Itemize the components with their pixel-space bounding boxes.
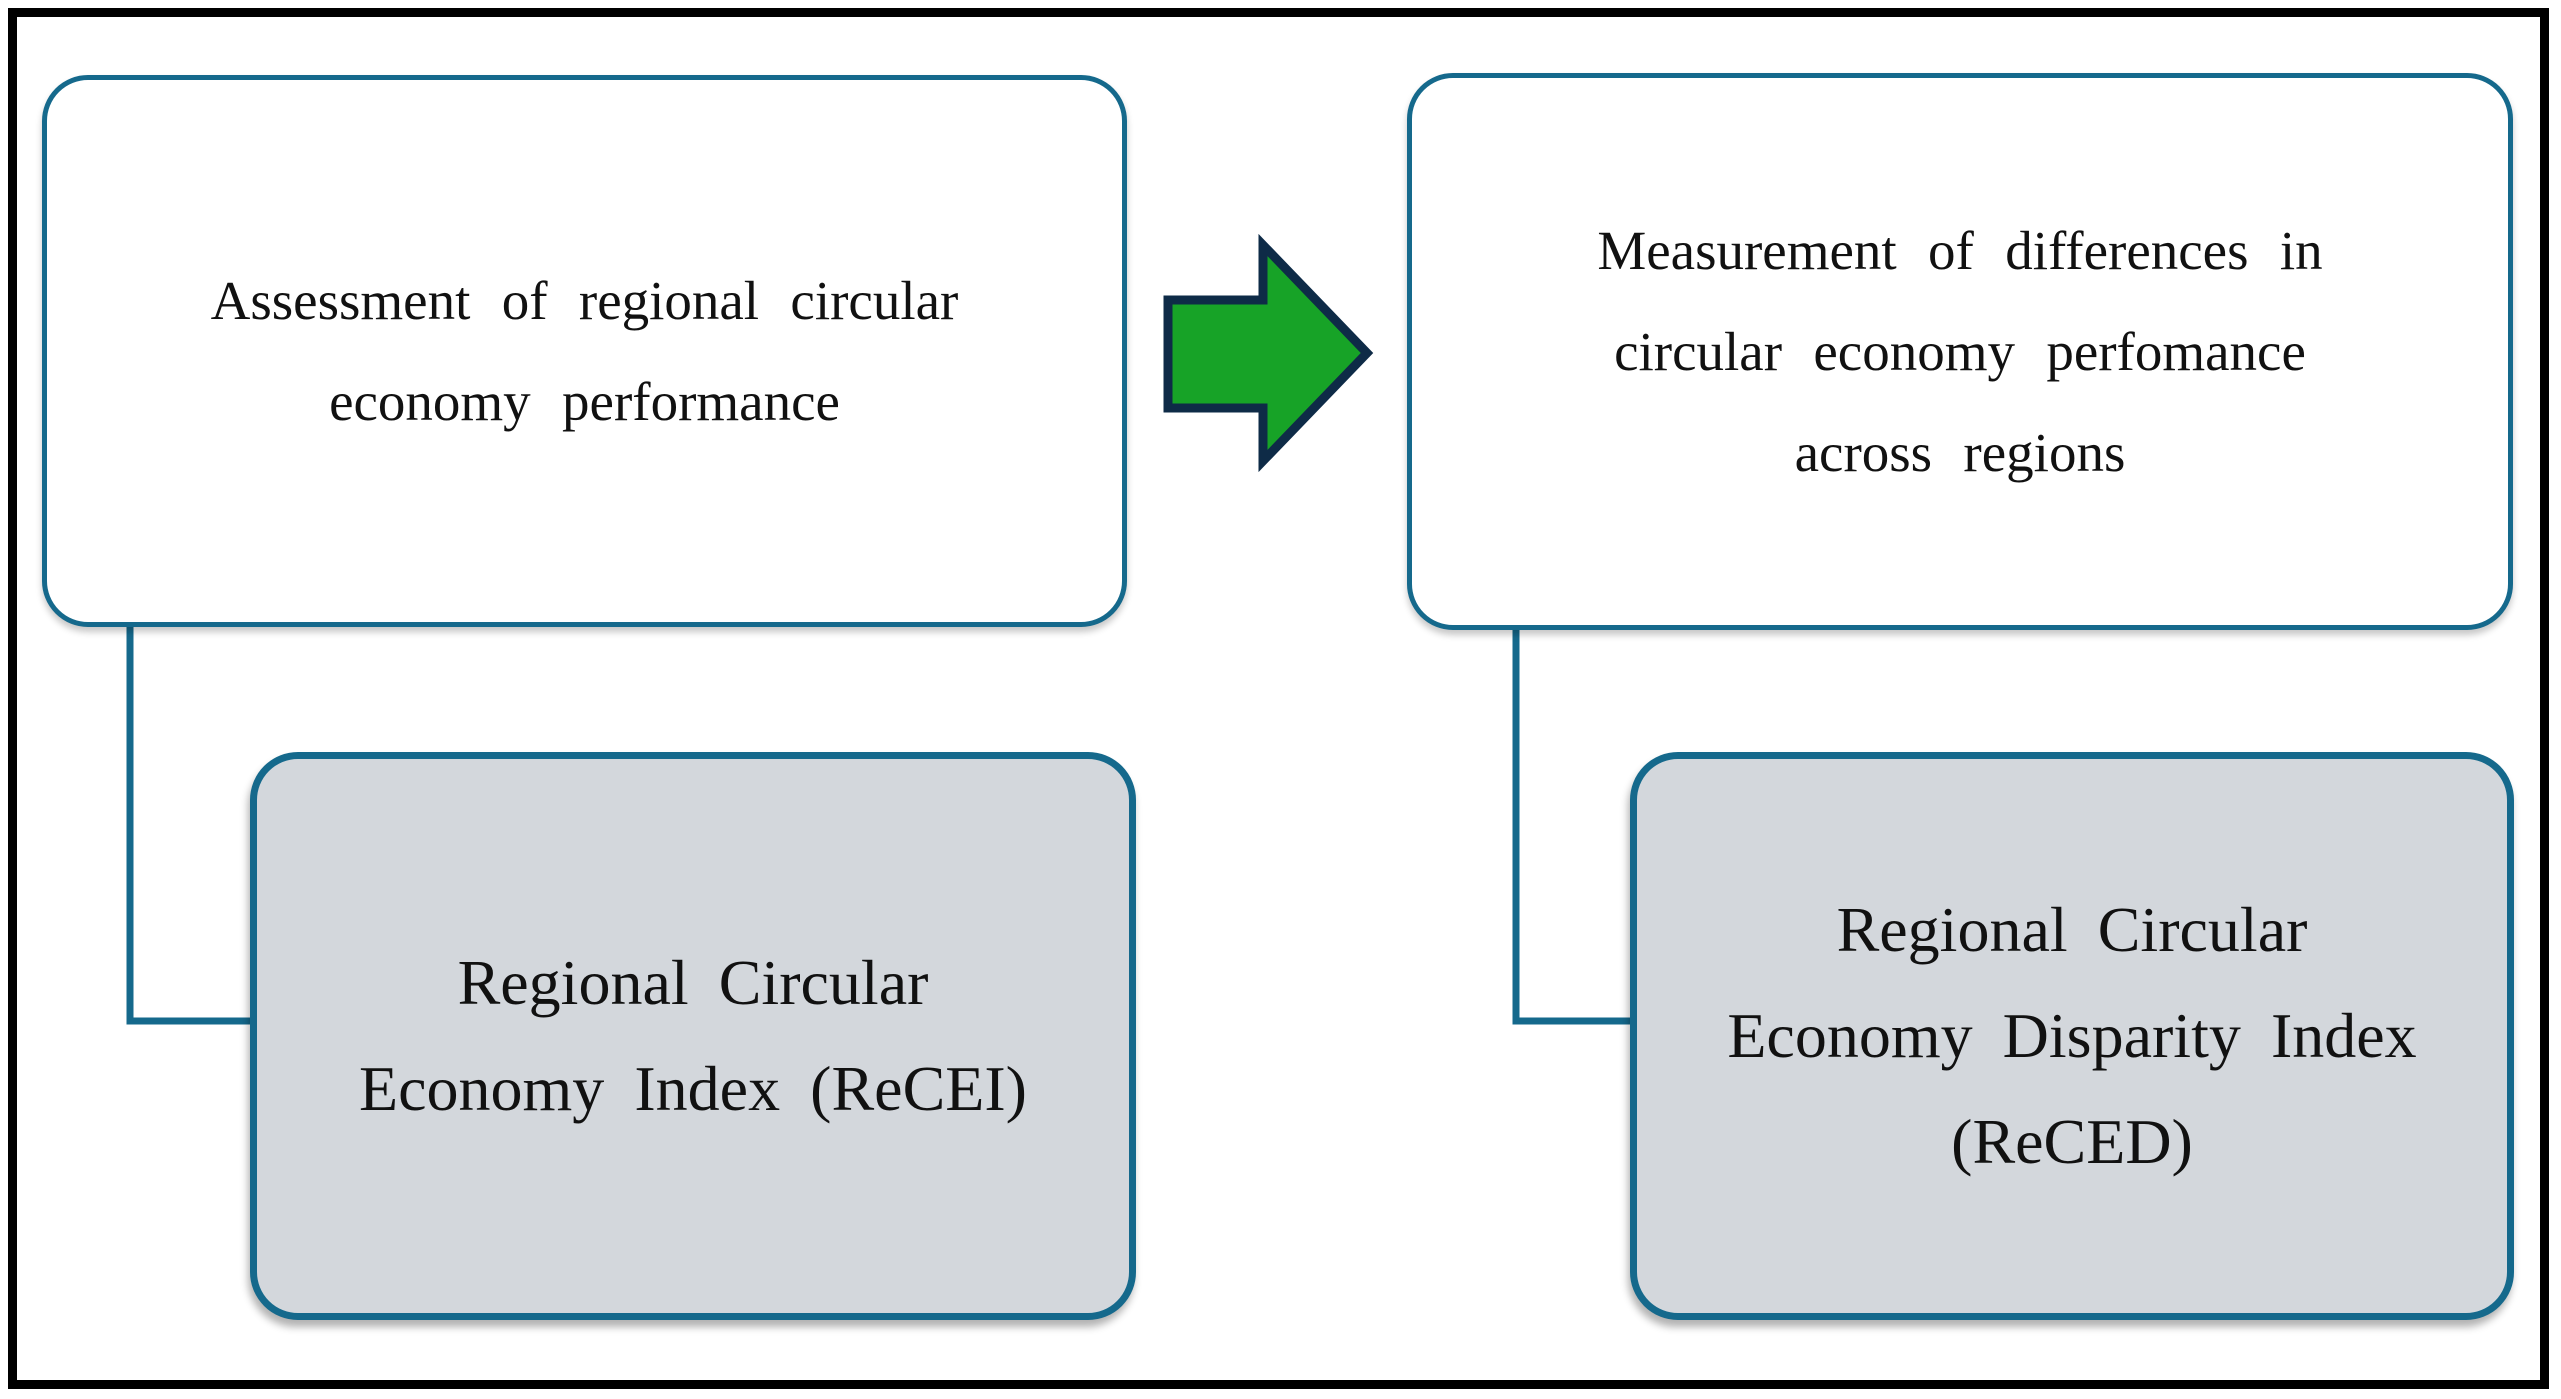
box-recei-text: Regional Circular Economy Index (ReCEI) bbox=[257, 930, 1129, 1142]
text-line: across regions bbox=[1794, 422, 2126, 483]
box-assessment: Assessment of regional circular economy … bbox=[42, 75, 1127, 627]
text-line: Measurement of differences in bbox=[1597, 220, 2323, 281]
text-line: Economy Disparity Index bbox=[1727, 1000, 2417, 1071]
text-line: Assessment of regional circular bbox=[210, 270, 959, 331]
box-measurement-text: Measurement of differences in circular e… bbox=[1412, 200, 2508, 503]
text-line: circular economy perfomance bbox=[1614, 321, 2306, 382]
box-assessment-text: Assessment of regional circular economy … bbox=[47, 250, 1122, 452]
box-measurement: Measurement of differences in circular e… bbox=[1407, 73, 2513, 630]
box-recei: Regional Circular Economy Index (ReCEI) bbox=[250, 752, 1136, 1320]
text-line: Regional Circular bbox=[1836, 894, 2308, 965]
connector-assessment-recei bbox=[126, 625, 256, 1025]
arrow-right-icon bbox=[1163, 233, 1374, 473]
box-reced: Regional Circular Economy Disparity Inde… bbox=[1630, 752, 2514, 1320]
text-line: economy performance bbox=[329, 371, 840, 432]
text-line: Regional Circular bbox=[457, 947, 929, 1018]
text-line: (ReCED) bbox=[1951, 1106, 2193, 1177]
box-reced-text: Regional Circular Economy Disparity Inde… bbox=[1637, 877, 2507, 1195]
text-line: Economy Index (ReCEI) bbox=[359, 1053, 1027, 1124]
connector-measurement-reced bbox=[1512, 628, 1636, 1025]
